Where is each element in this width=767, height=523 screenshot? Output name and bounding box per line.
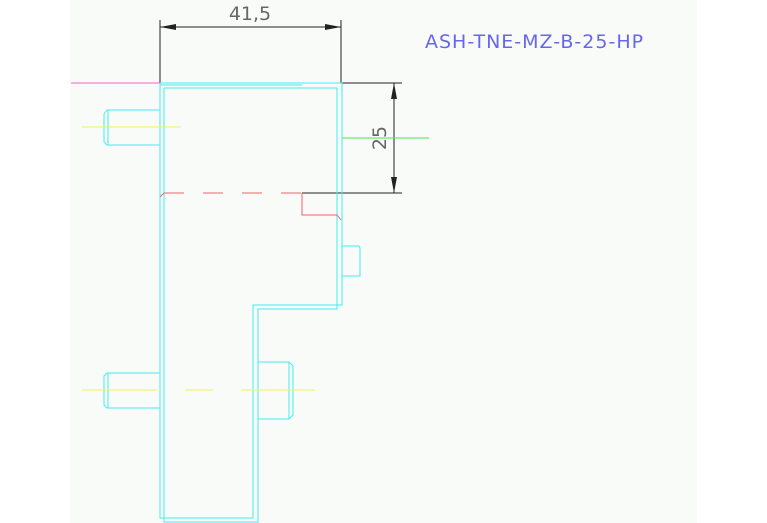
arrow-right-icon — [325, 24, 341, 30]
arrow-up-icon — [391, 83, 397, 99]
arrow-down-icon — [391, 177, 397, 193]
part-outline — [103, 82, 361, 523]
width-label: 41,5 — [229, 3, 271, 25]
width-dimension: 41,5 — [159, 3, 342, 83]
drawing-canvas — [70, 0, 697, 523]
centerlines — [82, 126, 315, 391]
arrow-left-icon — [160, 24, 176, 30]
part-number-label: ASH-TNE-MZ-B-25-HP — [425, 31, 644, 53]
hidden-lines — [159, 192, 342, 221]
